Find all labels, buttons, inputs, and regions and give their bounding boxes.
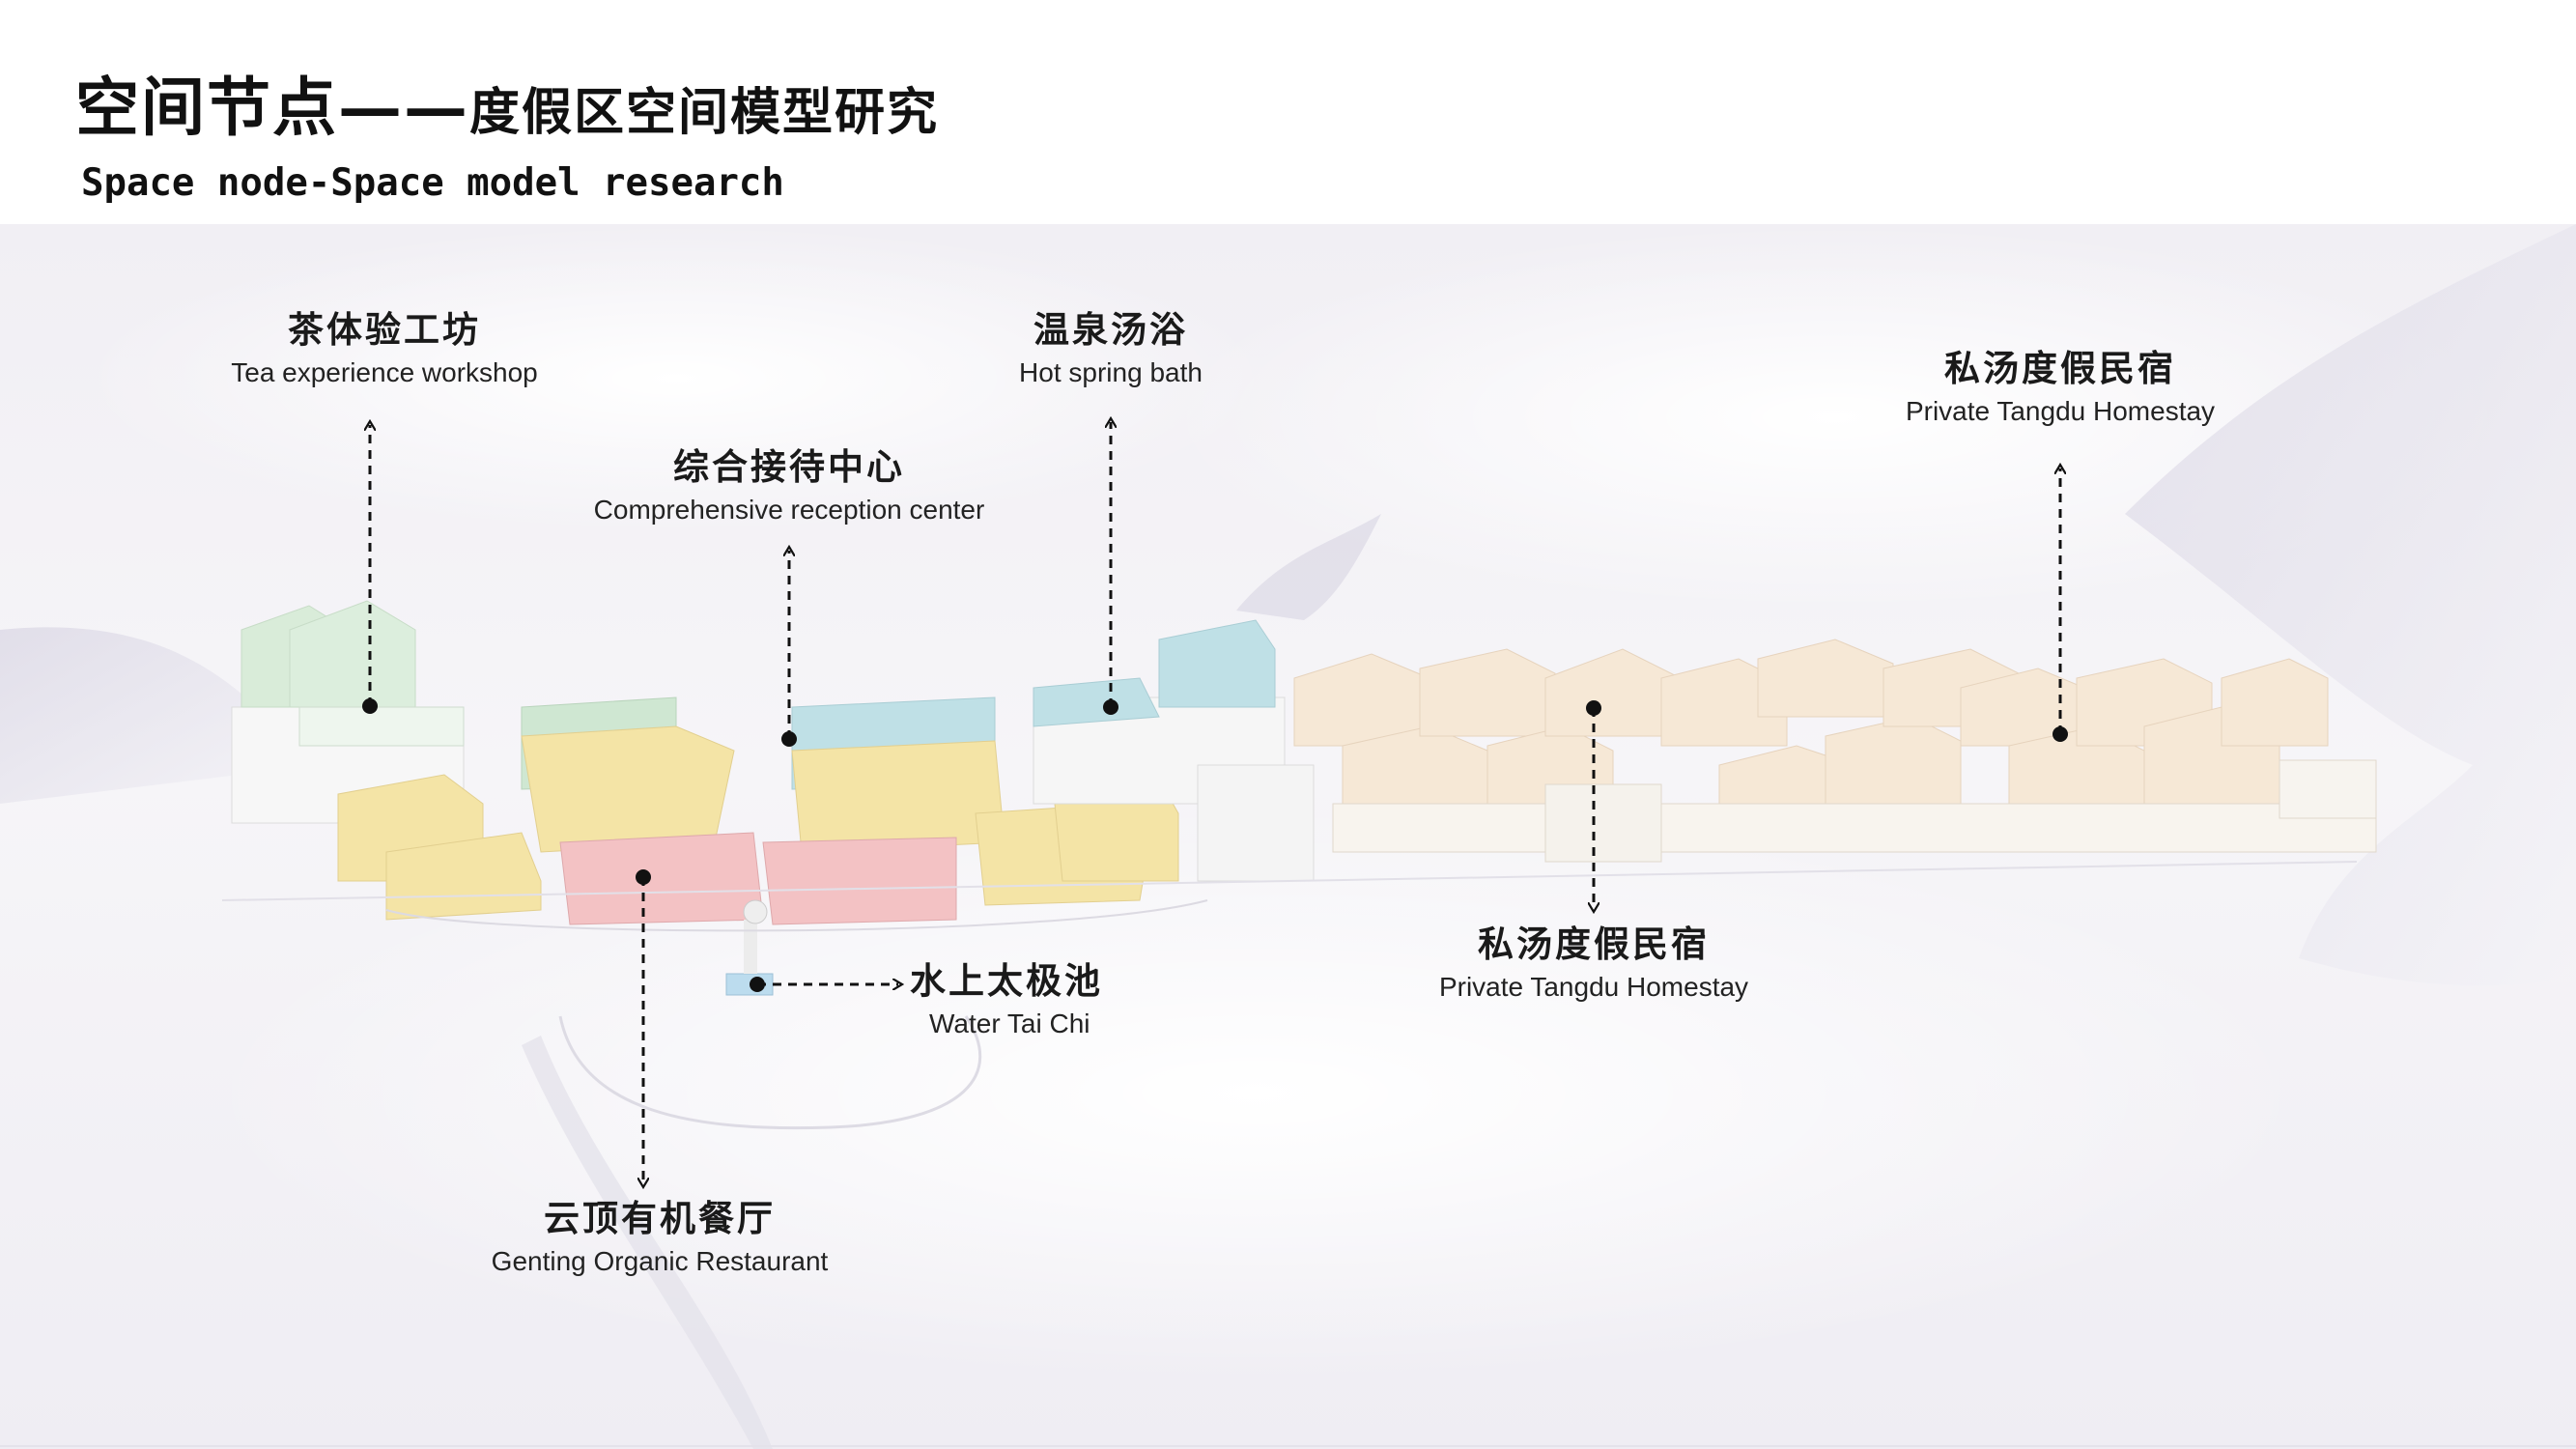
label-zh: 水上太极池 bbox=[910, 959, 1103, 1002]
label-zh: 茶体验工坊 bbox=[287, 308, 481, 351]
mist bbox=[77, 224, 1275, 533]
reception-center-building bbox=[791, 696, 1005, 853]
page-subtitle: Space node-Space model research bbox=[81, 161, 784, 205]
label-en: Tea experience workshop bbox=[231, 356, 538, 387]
label-homestay-upper: 私汤度假民宿 Private Tangdu Homestay bbox=[1906, 348, 2215, 426]
node-dot bbox=[1586, 700, 1601, 716]
label-en: Private Tangdu Homestay bbox=[1438, 971, 1749, 1002]
label-en: Hot spring bath bbox=[1019, 356, 1203, 387]
label-en: Comprehensive reception center bbox=[593, 494, 985, 525]
label-water-tai-chi: 水上太极池 Water Tai Chi bbox=[910, 960, 1103, 1038]
label-zh: 云顶有机餐厅 bbox=[543, 1197, 776, 1239]
path bbox=[522, 1036, 773, 1449]
label-hot-spring: 温泉汤浴 Hot spring bath bbox=[1019, 309, 1203, 387]
node-dot bbox=[1103, 699, 1118, 715]
block-yellow bbox=[975, 779, 1179, 906]
label-en: Water Tai Chi bbox=[929, 1008, 1090, 1038]
label-homestay-lower: 私汤度假民宿 Private Tangdu Homestay bbox=[1439, 923, 1748, 1002]
label-zh: 综合接待中心 bbox=[672, 445, 905, 488]
node-dot bbox=[781, 731, 797, 747]
node-dot bbox=[2052, 726, 2068, 742]
ground-edge bbox=[385, 899, 1208, 932]
label-tea-workshop: 茶体验工坊 Tea experience workshop bbox=[231, 309, 538, 387]
label-zh: 私汤度假民宿 bbox=[1477, 923, 1710, 965]
block-yellow bbox=[337, 696, 735, 921]
hill bbox=[2125, 224, 2576, 986]
hill bbox=[1236, 514, 1381, 620]
hot-spring-building bbox=[1033, 619, 1315, 882]
title-main: 空间节点—— bbox=[75, 70, 469, 145]
label-zh: 私汤度假民宿 bbox=[1943, 347, 2176, 389]
path bbox=[558, 1015, 982, 1130]
restaurant-building bbox=[559, 832, 957, 925]
page-title: 空间节点——度假区空间模型研究 bbox=[75, 75, 939, 139]
label-zh: 温泉汤浴 bbox=[1033, 308, 1188, 351]
title-sub: 度假区空间模型研究 bbox=[469, 83, 940, 142]
label-restaurant: 云顶有机餐厅 Genting Organic Restaurant bbox=[492, 1198, 829, 1276]
mist bbox=[193, 804, 2318, 1383]
label-reception-center: 综合接待中心 Comprehensive reception center bbox=[594, 446, 985, 525]
node-dot bbox=[750, 977, 765, 992]
node-dot bbox=[362, 698, 378, 714]
ground-edge bbox=[221, 861, 2358, 901]
homestay-cluster bbox=[1293, 639, 2377, 863]
label-en: Genting Organic Restaurant bbox=[491, 1245, 829, 1276]
label-en: Private Tangdu Homestay bbox=[1905, 395, 2216, 426]
node-dot bbox=[636, 869, 651, 885]
resort-model-illustration bbox=[0, 224, 2576, 1449]
